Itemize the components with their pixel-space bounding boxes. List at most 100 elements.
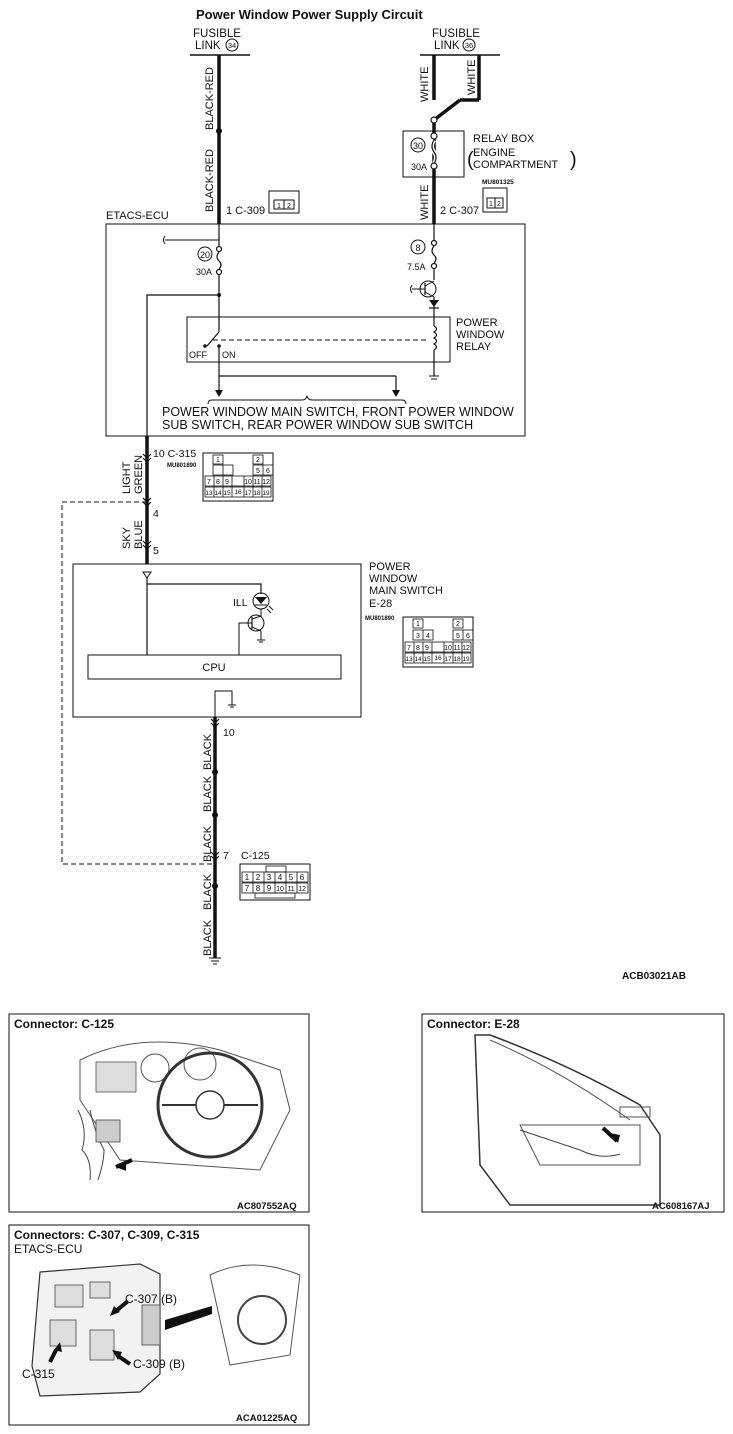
svg-text:6: 6 xyxy=(466,633,470,640)
etacs-socket-3 xyxy=(89,1329,115,1361)
main-switch-conn: E-28 xyxy=(369,598,392,610)
pointer-arrow-shaft xyxy=(115,1158,133,1169)
fuse30-num-circle xyxy=(410,137,426,153)
main-switch-box xyxy=(72,563,362,718)
svg-text:3: 3 xyxy=(267,873,272,882)
fuse20-amp: 30A xyxy=(196,267,212,277)
svg-text:12: 12 xyxy=(298,886,306,893)
etacs-bottom-label1: POWER WINDOW MAIN SWITCH, FRONT POWER WI… xyxy=(162,405,514,419)
splice-point xyxy=(216,128,222,134)
power-window-relay-box xyxy=(186,316,451,363)
svg-text:2: 2 xyxy=(256,873,261,882)
fusible-link-right-num: 36 xyxy=(465,41,473,50)
svg-text:5: 5 xyxy=(289,873,294,882)
relay-contact-arm xyxy=(206,331,220,347)
c309-pin2: 2 xyxy=(287,203,291,210)
arrow-down-left-icon xyxy=(215,390,223,397)
svg-text:6: 6 xyxy=(266,468,270,475)
door-pointer-shaft xyxy=(601,1126,619,1143)
fuse20-symbol xyxy=(216,251,222,270)
fuse20-terminal-top xyxy=(215,245,223,253)
gauge-left xyxy=(140,1053,170,1083)
panel-e28: Connector: E-28 AC608167AJ xyxy=(421,1013,725,1213)
fusible-link-left-label: FUSIBLE xyxy=(193,28,241,40)
connector-chevron-1 xyxy=(142,453,152,459)
svg-text:13: 13 xyxy=(205,490,213,497)
fuse30-num: 30 xyxy=(413,141,423,151)
paren-open: ( xyxy=(467,149,474,171)
switch-transistor-c xyxy=(251,615,262,620)
transistor-emitter xyxy=(424,291,435,298)
fuse20-num: 20 xyxy=(200,250,210,260)
door-outline xyxy=(474,1034,661,1206)
door-trim xyxy=(519,1124,641,1166)
relay-box-terminal-top xyxy=(430,116,438,124)
svg-text:11: 11 xyxy=(253,479,260,486)
wire-white-c xyxy=(432,98,462,122)
connector-chevron-6 xyxy=(142,544,152,550)
connector-chevron-2 xyxy=(142,457,152,463)
svg-text:8: 8 xyxy=(416,645,420,652)
svg-text:14: 14 xyxy=(214,490,222,497)
svg-text:10: 10 xyxy=(244,479,252,486)
fusible-link-right-label2: LINK xyxy=(434,40,460,52)
relay-contact-off xyxy=(203,344,207,348)
relay-on-label: ON xyxy=(222,350,236,360)
cpu-box xyxy=(87,654,342,680)
fuse30-symbol xyxy=(431,139,437,165)
svg-text:14: 14 xyxy=(414,656,422,663)
c315-connector-grid: 1 2 5 6 7 8 9 10 11 12 13 14 15 16 17 18… xyxy=(202,452,274,502)
relay-label3: RELAY xyxy=(456,341,492,353)
fuse20-terminal-bottom xyxy=(215,268,223,276)
panel-c125: Connector: C-125 AC807552AQ xyxy=(8,1013,310,1213)
fuse8-amp: 7.5A xyxy=(407,262,426,272)
panel-etacs-title: Connectors: C-307, C-309, C-315 xyxy=(14,1228,200,1242)
led-ray-2 xyxy=(266,608,272,614)
wire-label-black-red-1: BLACK-RED xyxy=(204,67,216,130)
door-harness xyxy=(519,1129,621,1157)
svg-text:18: 18 xyxy=(453,656,461,663)
relay-box-label2: ENGINE xyxy=(473,147,515,159)
ill-feed-wire xyxy=(147,583,262,594)
diagram-code: ACB03021AB xyxy=(622,971,686,982)
connector-chevron-7 xyxy=(210,718,220,724)
c307-pin1: 1 xyxy=(489,201,493,208)
fuse8-num-circle xyxy=(410,239,426,255)
splice-point-4 xyxy=(212,883,218,889)
fuse20-num-circle xyxy=(197,246,213,262)
etacs-socket-4 xyxy=(49,1319,77,1347)
etacs-aux-tip xyxy=(163,235,166,245)
wire-label-black-1: BLACK xyxy=(202,733,214,770)
diagram-title: Power Window Power Supply Circuit xyxy=(196,7,423,22)
svg-text:7: 7 xyxy=(245,884,250,893)
fuse8-terminal-top xyxy=(430,239,438,247)
dash-location-sketch xyxy=(209,1264,301,1366)
splice-point-3 xyxy=(212,812,218,818)
svg-text:5: 5 xyxy=(256,468,260,475)
fuse30-terminal-top xyxy=(430,132,438,140)
svg-text:5: 5 xyxy=(456,633,460,640)
svg-text:2: 2 xyxy=(256,457,260,464)
steering-wheel-icon xyxy=(156,1051,264,1159)
svg-text:1: 1 xyxy=(416,621,420,628)
dashboard-panel xyxy=(95,1061,137,1093)
c307-pin-label: 2 C-307 xyxy=(440,205,479,217)
cpu-ground-wire xyxy=(214,690,233,717)
svg-text:7: 7 xyxy=(207,479,211,486)
svg-text:12: 12 xyxy=(262,479,270,486)
relay-box-label3: COMPARTMENT xyxy=(473,159,558,171)
svg-text:16: 16 xyxy=(434,655,442,662)
connector-chevron-8 xyxy=(210,722,220,728)
svg-text:2: 2 xyxy=(456,621,460,628)
svg-text:15: 15 xyxy=(223,490,231,497)
relay-box-label: RELAY BOX xyxy=(473,133,535,145)
svg-text:19: 19 xyxy=(462,656,470,663)
panel-c309-label: C-309 (B) xyxy=(133,1357,185,1371)
etacs-socket-1 xyxy=(54,1284,84,1308)
c315-pin-label: 10 C-315 xyxy=(153,448,196,460)
relay-label1: POWER xyxy=(456,317,498,329)
svg-text:10: 10 xyxy=(276,886,284,893)
panel-e28-code: AC608167AJ xyxy=(652,1201,710,1212)
splice-point-2 xyxy=(212,769,218,775)
fuse30-amp: 30A xyxy=(411,162,427,172)
